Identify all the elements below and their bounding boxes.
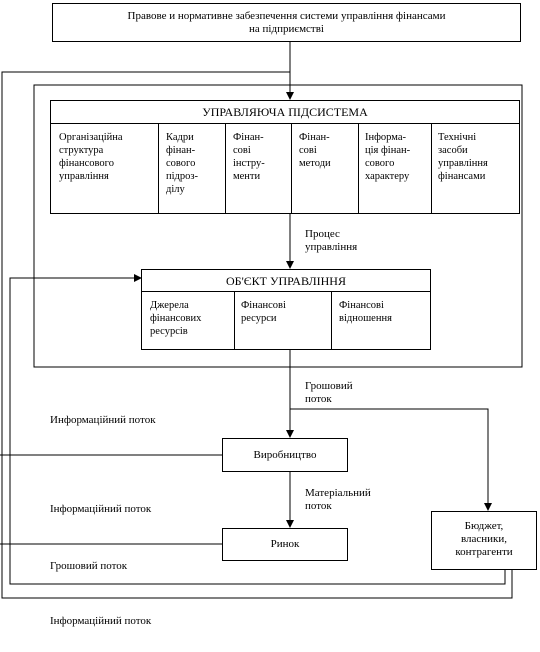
cell-tech-means: Технічні засоби управління фінансами — [438, 132, 488, 182]
object-box: ОБ'ЄКТ УПРАВЛІННЯ Джерела фінансових рес… — [141, 269, 431, 350]
control-subsystem-box: УПРАВЛЯЮЧА ПІДСИСТЕМА Організаційна стру… — [50, 100, 520, 214]
cell-fin-methods: Фінан- сові методи — [299, 132, 331, 169]
production-box: Виробництво — [222, 438, 348, 472]
budget-box: Бюджет, власники, контрагенти — [431, 511, 537, 570]
process-label: Процес управління — [305, 228, 358, 253]
budget-text: Бюджет, власники, контрагенти — [455, 520, 513, 558]
object-title: ОБ'ЄКТ УПРАВЛІННЯ — [226, 274, 346, 288]
cell-sources: Джерела фінансових ресурсів — [150, 300, 202, 337]
info-flow-label-3: Інформаційний поток — [50, 615, 152, 627]
arrow-money-to-budget — [290, 408, 492, 511]
cell-personnel: Кадри фінан- сового підроз- ділу — [166, 132, 199, 195]
info-flow-label-2: Інформаційний поток — [50, 503, 152, 515]
cell-fin-information: Інформа- ція фінан- сового характеру — [365, 132, 411, 182]
cell-fin-instruments: Фінан- сові інстру- менти — [233, 132, 265, 182]
legal-framework-text: Правове и нормативне забезпечення систем… — [127, 10, 446, 35]
control-subsystem-title: УПРАВЛЯЮЧА ПІДСИСТЕМА — [202, 105, 368, 119]
cell-org-structure: Організаційна структура фінансового упра… — [59, 132, 123, 182]
material-flow-label: Матеріальний поток — [305, 487, 371, 512]
arrow-info-to-object — [9, 274, 506, 585]
cell-relations: Фінансові відношення — [339, 300, 392, 324]
money-flow-label: Грошовий поток — [305, 380, 353, 405]
market-text: Ринок — [270, 538, 300, 550]
money-flow-bottom-label: Грошовий поток — [50, 560, 128, 572]
loop-info-outer — [1, 71, 513, 599]
cell-resources: Фінансові ресурси — [241, 300, 286, 324]
legal-framework-box: Правове и нормативне забезпечення систем… — [52, 3, 521, 42]
outer-frame — [33, 84, 523, 368]
market-box: Ринок — [222, 528, 348, 561]
production-text: Виробництво — [253, 449, 317, 461]
info-flow-label-1: Информаційний поток — [50, 414, 156, 426]
